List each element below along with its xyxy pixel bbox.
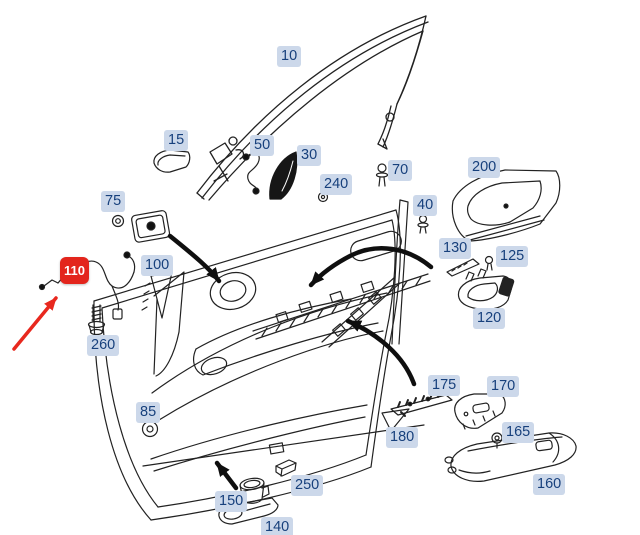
speaker-ring (209, 271, 257, 311)
part-label-260[interactable]: 260 (87, 335, 120, 356)
part-120-inner-door-handle-sketch (457, 268, 515, 311)
part-label-50[interactable]: 50 (250, 135, 275, 156)
callout-arrow-handle-to-door (308, 246, 434, 288)
part-label-165[interactable]: 165 (502, 422, 535, 443)
part-150-cup-sketch (239, 477, 270, 504)
part-125-clip-sketch (484, 255, 494, 271)
part-50-cable-sketch (242, 152, 260, 195)
part-250-bracket-sketch (275, 459, 297, 477)
part-260-bolt-sketch (87, 304, 106, 336)
callout-arrow-trim-to-rail (345, 318, 417, 387)
part-label-125[interactable]: 125 (496, 246, 529, 267)
part-label-200[interactable]: 200 (468, 157, 501, 178)
part-15-cover-sketch (153, 149, 191, 173)
part-160-armrest-sketch (444, 432, 577, 482)
part-label-170[interactable]: 170 (487, 376, 520, 397)
part-label-130[interactable]: 130 (439, 238, 472, 259)
part-label-15[interactable]: 15 (164, 130, 189, 151)
callout-arrow-tweeter-to-door (167, 233, 222, 284)
part-label-160[interactable]: 160 (533, 474, 566, 495)
part-label-100[interactable]: 100 (141, 255, 174, 276)
window-frame-sketch (196, 15, 429, 201)
part-label-180[interactable]: 180 (386, 427, 419, 448)
part-label-30[interactable]: 30 (297, 145, 322, 166)
part-label-120[interactable]: 120 (473, 308, 506, 329)
part-label-40[interactable]: 40 (413, 195, 438, 216)
part-label-150[interactable]: 150 (215, 491, 248, 512)
door-trim-panel-sketch (93, 199, 431, 521)
part-label-75[interactable]: 75 (101, 191, 126, 212)
part-label-175[interactable]: 175 (428, 375, 461, 396)
part-40-clip-sketch (417, 214, 429, 234)
part-75-nut-and-tweeter-sketch (111, 210, 171, 243)
part-175-trim-strip-sketch (390, 391, 453, 416)
part-200-pull-handle-trim-sketch (451, 169, 561, 242)
highlight-arrow-110 (12, 296, 58, 351)
part-label-250[interactable]: 250 (291, 475, 324, 496)
part-170-switch-panel-sketch (454, 393, 506, 430)
callout-arrow-cup-to-door (214, 460, 239, 491)
part-70-clip-sketch (375, 163, 389, 187)
highlighted-part-label-110[interactable]: 110 (60, 257, 89, 284)
part-label-240[interactable]: 240 (320, 174, 353, 195)
part-180-triangle-trim-sketch (381, 408, 410, 432)
part-label-140[interactable]: 140 (261, 517, 294, 535)
part-30-mirror-triangle-sketch (269, 151, 298, 200)
part-label-70[interactable]: 70 (388, 160, 413, 181)
part-label-10[interactable]: 10 (277, 46, 302, 67)
part-130-trim-strip-sketch (446, 258, 480, 277)
part-label-85[interactable]: 85 (136, 402, 161, 423)
